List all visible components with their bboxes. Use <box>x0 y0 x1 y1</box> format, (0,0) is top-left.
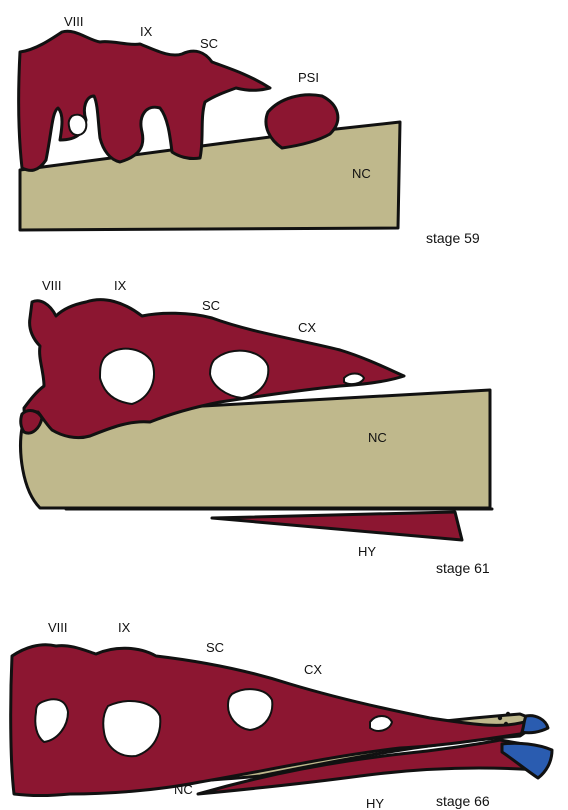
tip-dot <box>498 716 502 720</box>
label-ix: IX <box>140 24 153 39</box>
label-nc: NC <box>352 166 371 181</box>
label-cx: CX <box>304 662 322 677</box>
tip-dot <box>504 722 508 726</box>
label-hy: HY <box>366 796 384 810</box>
label-viii: VIII <box>48 620 68 635</box>
panel-stage-59 <box>19 31 400 230</box>
stage-label: stage 66 <box>436 793 490 809</box>
bone-tip-dorsal <box>522 716 548 733</box>
stage-label: stage 59 <box>426 230 480 246</box>
panel-stage-66 <box>11 645 552 796</box>
label-nc: NC <box>174 782 193 797</box>
label-viii: VIII <box>42 278 62 293</box>
label-ix: IX <box>114 278 127 293</box>
label-ix: IX <box>118 620 131 635</box>
foramen-hole <box>69 115 87 135</box>
label-sc: SC <box>206 640 224 655</box>
label-sc: SC <box>202 298 220 313</box>
label-viii: VIII <box>64 14 84 29</box>
notochord-shape <box>20 122 400 230</box>
label-psi: PSI <box>298 70 319 85</box>
label-sc: SC <box>200 36 218 51</box>
label-cx: CX <box>298 320 316 335</box>
hypochord-shape <box>212 512 462 540</box>
foramen-hole <box>370 716 392 731</box>
panel-stage-61 <box>21 300 490 540</box>
label-hy: HY <box>358 544 376 559</box>
stage-label: stage 61 <box>436 560 490 576</box>
foramen-hole <box>344 374 364 385</box>
label-nc: NC <box>368 430 387 445</box>
tip-dot <box>506 712 510 716</box>
